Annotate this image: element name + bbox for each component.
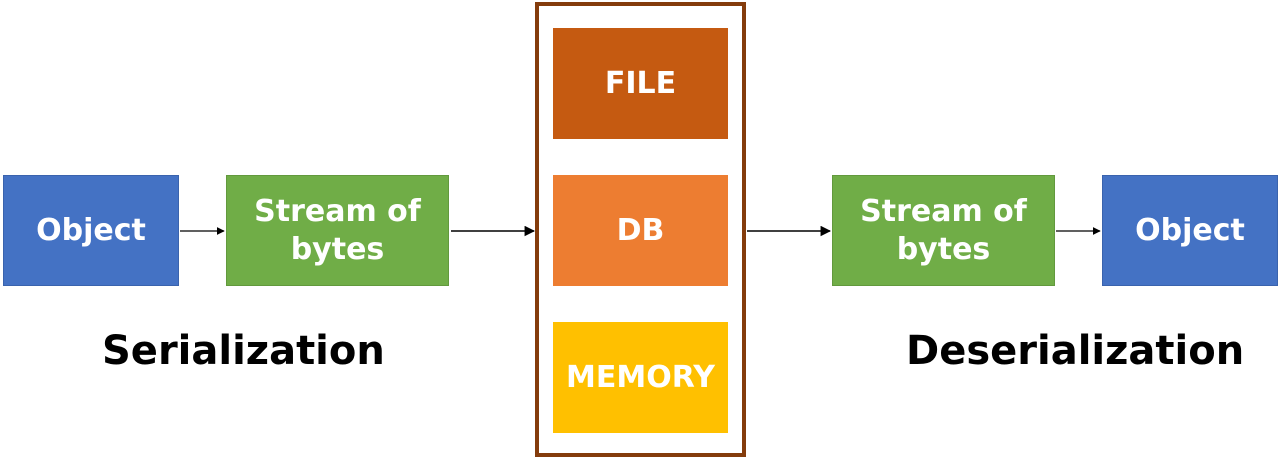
storage-memory-box: MEMORY — [553, 322, 728, 433]
source-object-box: Object — [3, 175, 179, 286]
target-object-box: Object — [1102, 175, 1278, 286]
deserialization-caption: Deserialization — [906, 328, 1245, 374]
storage-frame — [535, 2, 746, 457]
storage-db-box: DB — [553, 175, 728, 286]
deserialization-stream-box: Stream of bytes — [832, 175, 1055, 286]
serialization-caption: Serialization — [102, 328, 385, 374]
storage-file-box: FILE — [553, 28, 728, 139]
serialization-stream-box: Stream of bytes — [226, 175, 449, 286]
